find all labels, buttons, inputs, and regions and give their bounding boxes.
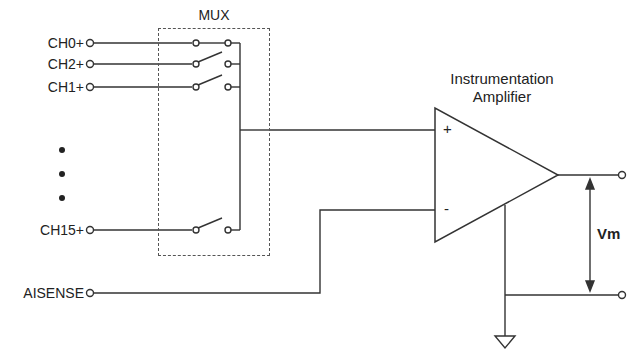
signal-name: CH1+ [4, 79, 84, 95]
input-sign: + [443, 120, 452, 138]
mux-title: MUX [158, 6, 270, 24]
aisense-wire [87, 210, 436, 297]
signal-name: CH2+ [4, 56, 84, 72]
signal-wire [270, 129, 435, 130]
mux-switches [193, 40, 270, 233]
voltage-label: Vm [597, 226, 620, 242]
amplifier-title: Instrumentation Amplifier [427, 70, 577, 106]
multiplexer-box: MUX [158, 6, 270, 256]
ellipsis-dots [59, 147, 65, 201]
mux-outline [158, 28, 270, 256]
input-wires [87, 40, 193, 234]
amplifier-triangle: Instrumentation Amplifier+- [435, 70, 561, 245]
signal-name: CH0+ [4, 35, 84, 51]
signal-name: CH15+ [4, 222, 84, 238]
signal-name: AISENSE [4, 285, 84, 301]
input-sign: - [444, 200, 449, 218]
